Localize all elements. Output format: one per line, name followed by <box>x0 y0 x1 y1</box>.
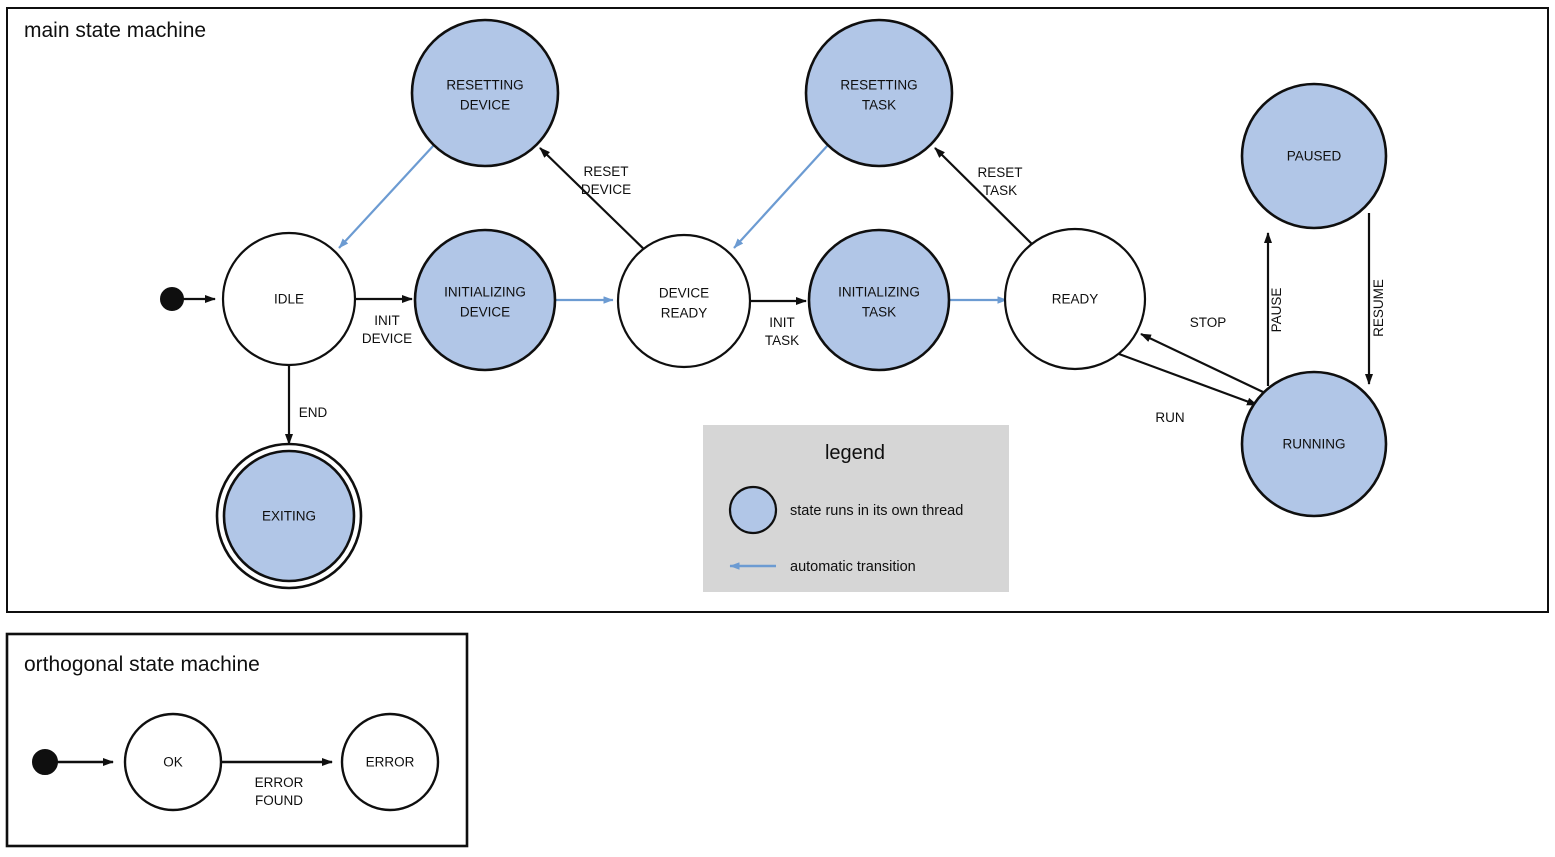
transition-label-reset-device-line2: DEVICE <box>581 182 631 197</box>
transition-ready-to-resetting-task <box>934 147 1041 253</box>
state-resetting-device-circle <box>410 18 560 168</box>
transition-label-end: END <box>299 405 328 420</box>
state-initializing-device[interactable]: INITIALIZING DEVICE <box>413 228 557 372</box>
state-paused-label: PAUSED <box>1287 149 1342 164</box>
state-error-label: ERROR <box>366 755 415 770</box>
transition-running-to-ready <box>1140 333 1264 393</box>
legend-thread-state-text: state runs in its own thread <box>790 503 963 519</box>
state-resetting-device[interactable]: RESETTING DEVICE <box>410 18 560 168</box>
state-resetting-device-label-line1: RESETTING <box>446 78 523 93</box>
transition-label-init-device-line1: INIT <box>374 313 400 328</box>
state-ready-circle <box>1003 227 1147 371</box>
state-idle-label: IDLE <box>274 292 304 307</box>
state-running-label: RUNNING <box>1283 437 1346 452</box>
state-running-circle <box>1240 370 1388 518</box>
state-device-ready-label-line2: READY <box>661 306 708 321</box>
transition-label-error-found-line1: ERROR <box>255 775 304 790</box>
state-initializing-device-circle <box>413 228 557 372</box>
state-error[interactable]: ERROR <box>340 712 440 812</box>
transition-resetting-device-to-idle <box>338 144 435 249</box>
state-exiting[interactable]: EXITING <box>215 442 363 590</box>
transition-label-reset-task-line2: TASK <box>983 183 1017 198</box>
state-idle-circle <box>221 231 357 367</box>
transition-label-error-found-line2: FOUND <box>255 793 303 808</box>
transition-label-pause: PAUSE <box>1269 288 1284 333</box>
state-initializing-task-label-line1: INITIALIZING <box>838 285 920 300</box>
main-frame-title: main state machine <box>24 19 206 42</box>
transition-ready-to-running <box>1118 352 1258 407</box>
legend-thread-state-icon <box>728 485 778 535</box>
initial-state-marker <box>160 287 184 311</box>
state-initializing-task[interactable]: INITIALIZING TASK <box>807 228 951 372</box>
state-device-ready[interactable]: DEVICE READY <box>616 233 752 369</box>
orthogonal-initial-state-marker <box>32 749 58 775</box>
state-resetting-device-label-line2: DEVICE <box>460 98 510 113</box>
state-paused[interactable]: PAUSED <box>1240 82 1388 230</box>
state-ok-circle <box>123 712 223 812</box>
state-running[interactable]: RUNNING <box>1240 370 1388 518</box>
transition-label-init-device-line2: DEVICE <box>362 331 412 346</box>
transition-resetting-task-to-device-ready <box>733 144 829 249</box>
state-initializing-task-label-line2: TASK <box>862 305 896 320</box>
transition-label-stop: STOP <box>1190 315 1227 330</box>
state-resetting-task-label-line2: TASK <box>862 98 896 113</box>
legend-auto-transition-text: automatic transition <box>790 559 916 575</box>
state-device-ready-circle <box>616 233 752 369</box>
state-initializing-device-label-line2: DEVICE <box>460 305 510 320</box>
legend-title: legend <box>825 442 885 464</box>
transition-device-ready-to-resetting-device <box>539 147 651 256</box>
state-initializing-task-circle <box>807 228 951 372</box>
state-ok[interactable]: OK <box>123 712 223 812</box>
state-exiting-circle <box>222 449 356 583</box>
orthogonal-frame-title: orthogonal state machine <box>24 653 260 676</box>
state-resetting-task-circle <box>804 18 954 168</box>
transition-label-reset-device-line1: RESET <box>583 164 628 179</box>
state-resetting-task-label-line1: RESETTING <box>840 78 917 93</box>
transition-label-init-task-line1: INIT <box>769 315 795 330</box>
transition-label-resume: RESUME <box>1371 279 1386 337</box>
transition-label-run: RUN <box>1155 410 1184 425</box>
legend: legend state runs in its own thread auto… <box>703 425 1009 592</box>
transition-label-init-task-line2: TASK <box>765 333 799 348</box>
state-exiting-label: EXITING <box>262 509 316 524</box>
state-ok-label: OK <box>163 755 183 770</box>
state-ready-label: READY <box>1052 292 1099 307</box>
state-ready[interactable]: READY <box>1003 227 1147 371</box>
transition-label-reset-task-line1: RESET <box>977 165 1022 180</box>
state-device-ready-label-line1: DEVICE <box>659 286 709 301</box>
state-initializing-device-label-line1: INITIALIZING <box>444 285 526 300</box>
state-idle[interactable]: IDLE <box>221 231 357 367</box>
state-paused-circle <box>1240 82 1388 230</box>
state-error-circle <box>340 712 440 812</box>
state-resetting-task[interactable]: RESETTING TASK <box>804 18 954 168</box>
